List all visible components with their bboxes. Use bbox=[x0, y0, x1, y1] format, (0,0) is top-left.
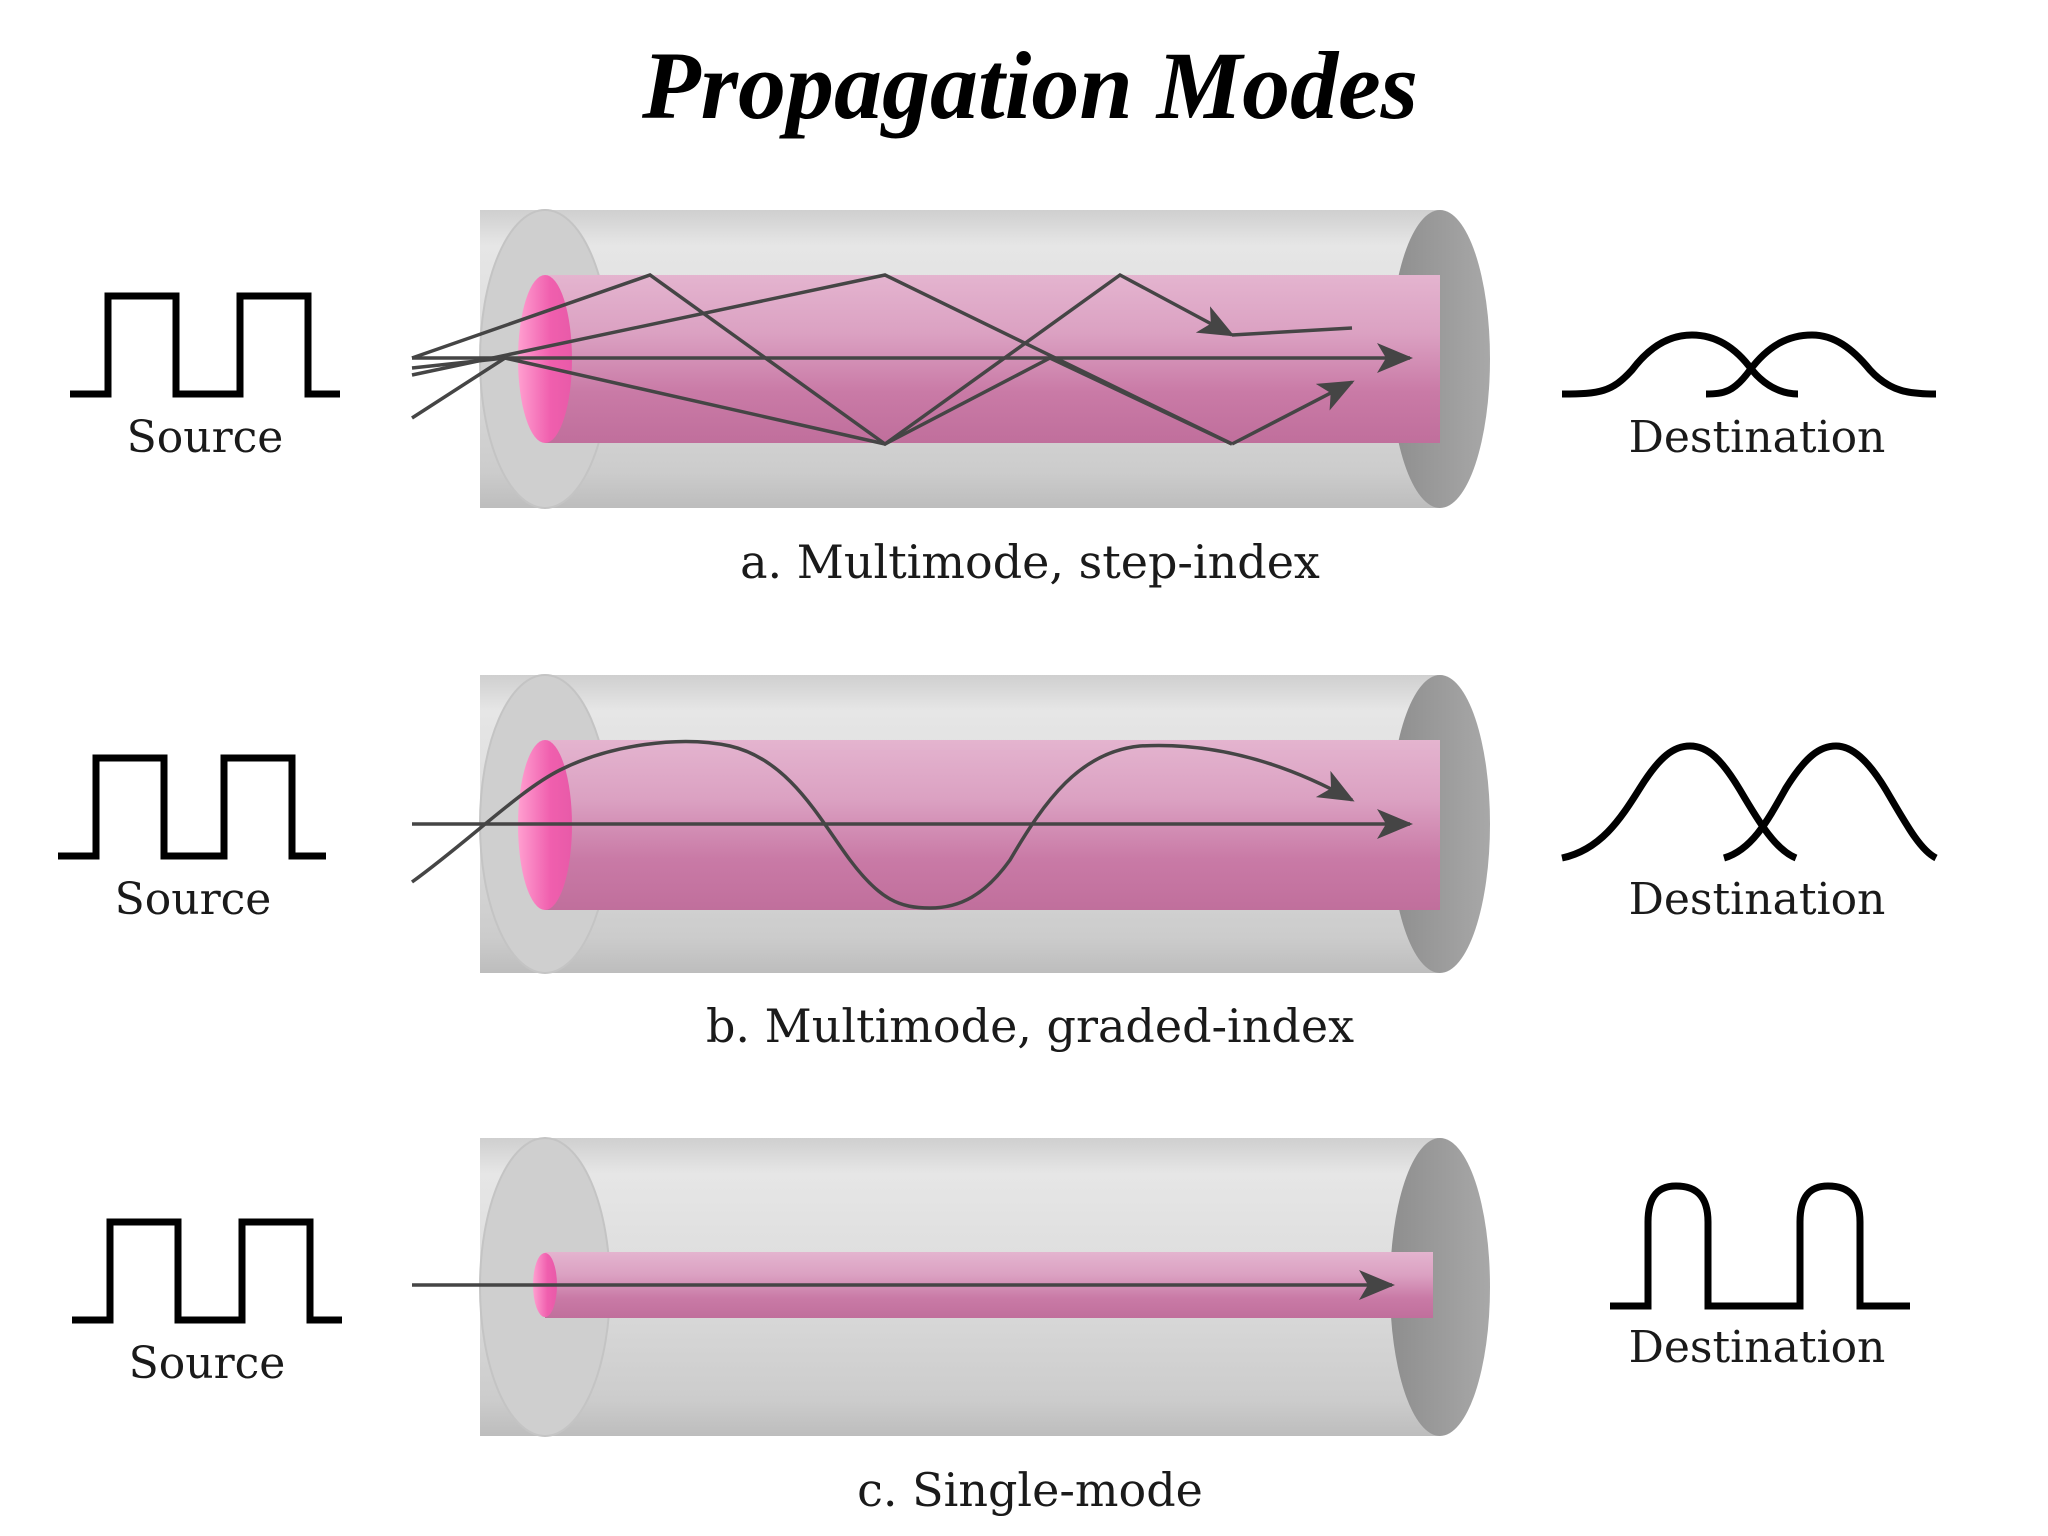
lower-ray-arrow bbox=[1231, 380, 1355, 446]
panel-caption: a. Multimode, step-index bbox=[740, 535, 1320, 589]
panel-caption: c. Single-mode bbox=[857, 1463, 1203, 1517]
source-label: Source bbox=[115, 874, 272, 925]
destination-label: Destination bbox=[1629, 874, 1886, 925]
light-rays bbox=[410, 739, 1413, 910]
source-label: Source bbox=[127, 412, 284, 463]
light-rays bbox=[411, 272, 1413, 447]
source-pulse-signal bbox=[70, 292, 340, 398]
destination-pulse-2 bbox=[1705, 331, 1937, 398]
destination-pulse-1 bbox=[1561, 331, 1799, 398]
page-title: Propagation Modes bbox=[641, 32, 1418, 139]
destination-pulse-signal bbox=[1610, 1182, 1910, 1310]
source-pulse-signal bbox=[72, 1218, 342, 1324]
cladding-end-face bbox=[1390, 1138, 1490, 1436]
destination-label: Destination bbox=[1629, 412, 1886, 463]
panel-single-mode: Source Destination c. Single-mode bbox=[72, 1137, 1910, 1517]
curved-ray bbox=[410, 739, 1355, 910]
steep-ray-segment bbox=[411, 356, 1051, 446]
panel-caption: b. Multimode, graded-index bbox=[706, 999, 1354, 1053]
destination-label: Destination bbox=[1629, 1322, 1886, 1373]
destination-pulse-1 bbox=[1561, 742, 1798, 862]
fiber-cable bbox=[479, 1137, 1490, 1437]
panel-multimode-step-index: Source Destination a. Multimode, step-in… bbox=[70, 209, 1937, 589]
destination-pulse-2 bbox=[1722, 742, 1938, 862]
source-pulse-signal bbox=[58, 754, 326, 860]
source-label: Source bbox=[129, 1338, 286, 1389]
panel-multimode-graded-index: Source Destination b. Multimode, graded-… bbox=[58, 674, 1938, 1053]
